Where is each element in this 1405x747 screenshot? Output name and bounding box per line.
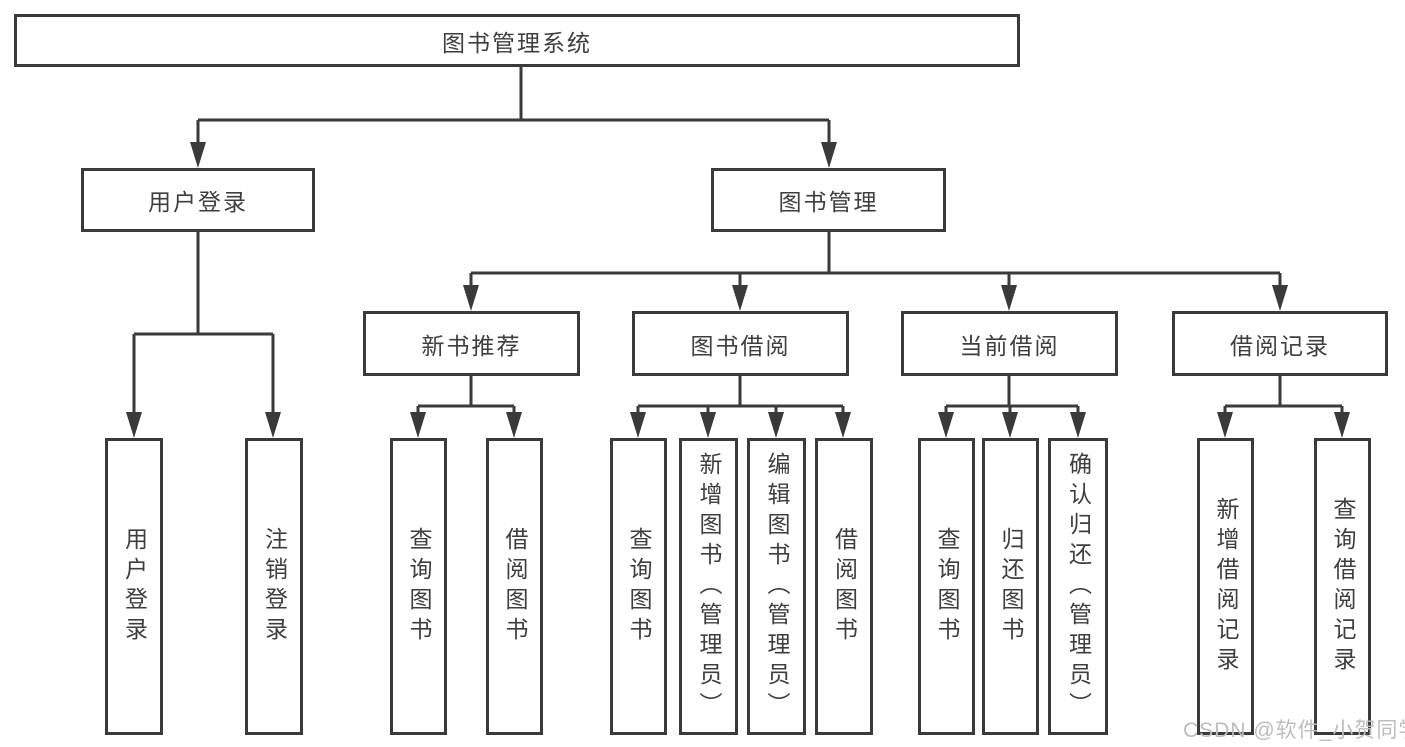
leaf-logout: 注销登录 (245, 438, 303, 735)
arrowhead-icon (835, 412, 851, 438)
arrowhead-icon (768, 412, 784, 438)
node-book-borrowing: 图书借阅 (632, 311, 849, 376)
arrowhead-icon (1070, 412, 1086, 438)
arrowhead-icon (1001, 285, 1017, 311)
leaf-edit-books-admin: 编辑图书（管理员） (747, 438, 806, 735)
connector-trunk-lines (134, 67, 1342, 408)
leaf-query-books-2: 查询图书 (610, 438, 667, 735)
arrowhead-icon (1217, 412, 1233, 438)
arrowhead-icon (190, 142, 206, 168)
leaf-return-books: 归还图书 (982, 438, 1039, 735)
leaf-confirm-return-admin: 确认归还（管理员） (1048, 438, 1108, 735)
node-borrowing-records: 借阅记录 (1172, 311, 1388, 376)
arrowhead-icon (630, 412, 646, 438)
leaf-query-books: 查询图书 (390, 438, 447, 735)
arrowhead-icon (938, 412, 954, 438)
leaf-borrow-books: 借阅图书 (486, 438, 543, 735)
arrowhead-icon (506, 412, 522, 438)
leaf-query-borrow-record: 查询借阅记录 (1314, 438, 1371, 735)
arrowhead-icon (410, 412, 426, 438)
arrowhead-icon (1002, 412, 1018, 438)
arrowhead-icon (700, 412, 716, 438)
arrowhead-icon (126, 412, 142, 438)
arrowhead-icon (821, 142, 837, 168)
leaf-add-books-admin: 新增图书（管理员） (679, 438, 738, 735)
leaf-add-borrow-record: 新增借阅记录 (1197, 438, 1254, 735)
arrowhead-icon (732, 285, 748, 311)
arrowhead-icon (1272, 285, 1288, 311)
leaf-user-login: 用户登录 (105, 438, 163, 735)
node-current-borrowing: 当前借阅 (901, 311, 1118, 376)
arrowhead-icon (265, 412, 281, 438)
node-book-management: 图书管理 (711, 168, 946, 232)
leaf-borrow-books-2: 借阅图书 (815, 438, 873, 735)
node-user-login: 用户登录 (81, 168, 315, 232)
node-book-management-system: 图书管理系统 (14, 14, 1020, 67)
arrowhead-icons (126, 142, 1350, 438)
arrowhead-icon (463, 285, 479, 311)
node-new-book-recommend: 新书推荐 (363, 311, 580, 376)
leaf-query-books-3: 查询图书 (918, 438, 975, 735)
arrowhead-icon (1334, 412, 1350, 438)
csdn-watermark: CSDN @软件_小贺同学 (1183, 719, 1405, 742)
